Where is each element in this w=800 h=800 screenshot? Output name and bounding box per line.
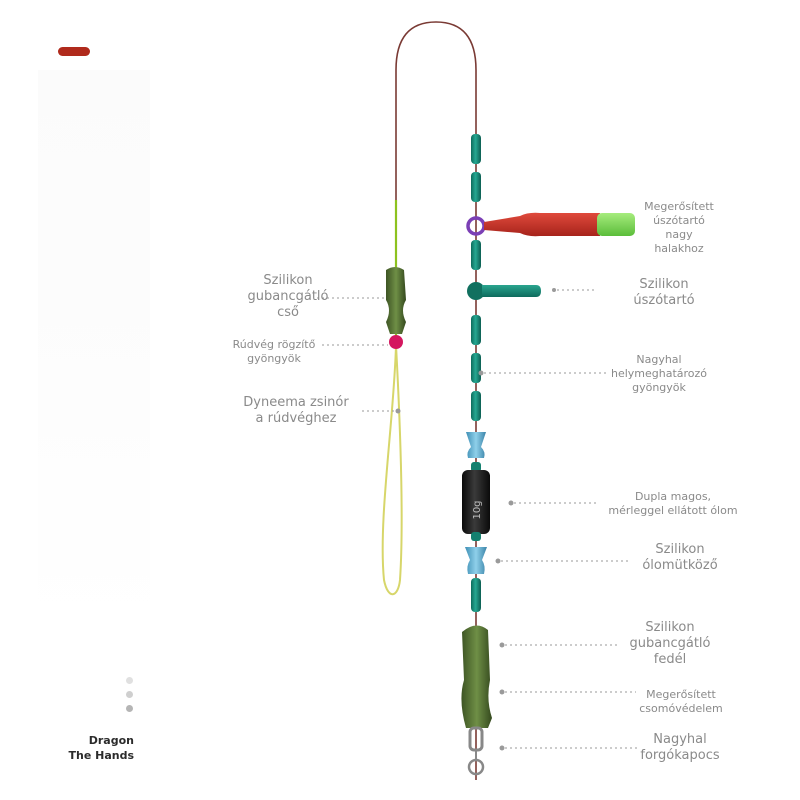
label-line: a rúdvéghez <box>255 411 337 426</box>
label-line: Megerősített <box>644 200 714 213</box>
side-panel <box>38 70 150 630</box>
sleeve-icon <box>461 625 492 728</box>
label-line: csomóvédelem <box>639 702 723 715</box>
leader-dots <box>395 288 556 751</box>
label-line: cső <box>277 305 299 320</box>
label-line: Szilikon <box>645 620 695 635</box>
label-line: Nagyhal <box>653 732 707 747</box>
label-reinforced-float-holder: Megerősített úszótartó nagy halakhoz <box>636 200 722 256</box>
brand-line: The Hands <box>68 749 134 762</box>
brand-badge <box>58 47 90 56</box>
label-line: fedél <box>653 652 687 667</box>
bead-icon <box>471 578 481 612</box>
float-holder-icon <box>484 212 600 237</box>
ring-icon <box>467 282 485 300</box>
bead-icon <box>471 391 481 421</box>
label-line: mérleggel ellátott ólom <box>608 504 738 517</box>
label-line: gyöngyök <box>632 381 686 394</box>
pager-dot[interactable] <box>126 691 133 698</box>
label-locator-beads: Nagyhal helymeghatározó gyöngyök <box>604 353 714 395</box>
label-line: gubancgátló <box>247 289 329 304</box>
label-line: Dyneema zsinór <box>243 395 349 410</box>
float-holder-tip <box>597 213 635 236</box>
label-lead-bumper: Szilikon ólomütköző <box>628 542 732 574</box>
label-anti-tangle-tube: Szilikon gubancgátló cső <box>236 273 340 321</box>
bead-icon <box>471 315 481 345</box>
lead-marking: 10g <box>472 500 483 519</box>
label-dyneema-line: Dyneema zsinór a rúdvéghez <box>226 395 366 427</box>
label-line: ólomütköző <box>642 558 718 573</box>
label-line: Szilikon <box>639 277 689 292</box>
leader-lines <box>317 289 640 749</box>
label-line: halakhoz <box>654 242 704 255</box>
label-swivel-clip: Nagyhal forgókapocs <box>630 732 730 764</box>
label-lead-weight: Dupla magos, mérleggel ellátott ólom <box>598 490 748 518</box>
swivel-icon <box>467 726 485 776</box>
reinforced-float-holder <box>466 212 635 237</box>
bead-icon <box>471 240 481 270</box>
bead-icon <box>471 353 481 383</box>
bead-icon <box>389 335 403 349</box>
main-line-loop <box>395 21 477 780</box>
sleeve-icon <box>386 267 406 334</box>
lead-weight-icon: 10g <box>462 462 490 541</box>
label-line: úszótartó <box>633 293 695 308</box>
bumper-icon <box>465 547 487 574</box>
bumper-icon <box>466 432 486 458</box>
label-knot-protector: Megerősített csomóvédelem <box>626 688 736 716</box>
label-line: Megerősített <box>646 688 716 701</box>
label-line: gyöngyök <box>247 352 301 365</box>
label-line: Nagyhal <box>636 353 682 366</box>
label-line: forgókapocs <box>640 748 720 763</box>
brand-logo: Dragon The Hands <box>58 733 134 763</box>
pager-dot[interactable] <box>126 677 133 684</box>
float-holder-icon <box>482 285 541 297</box>
label-line: Szilikon <box>263 273 313 288</box>
silicone-float-holder <box>467 282 541 300</box>
label-line: Rúdvég rögzítő <box>232 338 316 351</box>
label-silicone-float-holder: Szilikon úszótartó <box>614 277 714 309</box>
bead-icon <box>471 172 481 202</box>
bead-icon <box>471 134 481 164</box>
label-line: Dupla magos, <box>634 490 712 503</box>
label-rod-tip-beads: Rúdvég rögzítő gyöngyök <box>226 338 322 366</box>
label-anti-tangle-cap: Szilikon gubancgátló fedél <box>620 620 720 668</box>
pager-dot[interactable] <box>126 705 133 712</box>
label-line: Szilikon <box>655 542 705 557</box>
label-line: nagy <box>665 228 693 241</box>
brand-line: Dragon <box>88 734 134 747</box>
label-line: gubancgátló <box>629 636 711 651</box>
label-line: helymeghatározó <box>610 367 708 380</box>
dyneema-loop <box>381 344 403 596</box>
label-line: úszótartó <box>653 214 705 227</box>
bead-column <box>471 134 481 612</box>
